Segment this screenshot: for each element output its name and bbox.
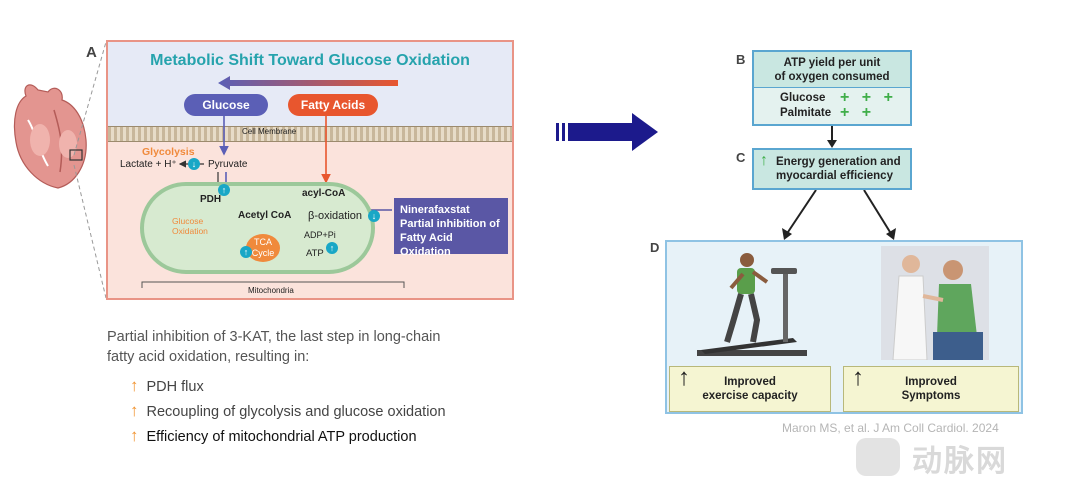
mitochondria-label: Mitochondria — [248, 286, 294, 295]
panel-a: Metabolic Shift Toward Glucose Oxidation… — [106, 40, 514, 300]
bullet-3: ↑ Efficiency of mitochondrial ATP product… — [130, 426, 417, 446]
exercise-line-1: Improved — [724, 376, 776, 388]
down-arrow-badge-beta: ↓ — [368, 210, 380, 222]
palmitate-row-label: Palmitate — [780, 107, 832, 119]
acyl-coa-label: acyl-CoA — [302, 188, 346, 199]
bullet-text: PDH flux — [146, 379, 204, 395]
panel-d-letter: D — [650, 240, 660, 255]
panel-a-letter: A — [86, 44, 97, 61]
symptoms-line-1: Improved — [905, 376, 957, 388]
panel-b-letter: B — [736, 52, 746, 67]
bullet-1: ↑ PDH flux — [130, 376, 204, 396]
description-line-1: Partial inhibition of 3-KAT, the last st… — [107, 329, 441, 345]
exercise-capacity-box: ↑ Improved exercise capacity — [669, 366, 831, 412]
watermark-text: 动脉网 — [912, 445, 1008, 478]
glucose-row-plus: + + + — [840, 89, 897, 106]
bullet-text: Efficiency of mitochondrial ATP producti… — [146, 429, 417, 445]
symptoms-box: ↑ Improved Symptoms — [843, 366, 1019, 412]
panel-a-title: Metabolic Shift Toward Glucose Oxidation — [150, 52, 470, 69]
up-arrow-icon: ↑ — [852, 364, 864, 391]
exercise-line-2: exercise capacity — [702, 390, 798, 402]
cell-membrane-band — [108, 126, 512, 142]
pyruvate-label: Pyruvate — [208, 159, 248, 170]
up-arrow-icon: ↑ — [678, 364, 690, 391]
panel-c-letter: C — [736, 150, 746, 165]
lactate-label: Lactate + H⁺ — [120, 159, 177, 170]
glucose-oxidation-label-1: Glucose — [172, 216, 204, 226]
glucose-row-label: Glucose — [780, 92, 826, 104]
symptoms-line-2: Symptoms — [901, 390, 961, 402]
panel-c-line-2: myocardial efficiency — [776, 170, 893, 182]
description-line-2: fatty acid oxidation, resulting in: — [107, 349, 310, 365]
atp-label: ATP — [306, 248, 324, 259]
tca-label-1: TCA — [254, 237, 272, 247]
acetyl-coa-label: Acetyl CoA — [238, 210, 292, 221]
panel-c: ↑ Energy generation and myocardial effic… — [752, 148, 912, 190]
bullet-2: ↑ Recoupling of glycolysis and glucose ox… — [130, 401, 446, 421]
up-arrow-icon: ↑ — [760, 152, 768, 169]
doctor-patient-illustration — [881, 246, 989, 360]
ninerafaxstat-box: Ninerafaxstat Partial inhibition of Fatt… — [394, 198, 508, 258]
up-arrow-badge-atp: ↑ — [326, 242, 338, 254]
up-arrow-icon: ↑ — [130, 376, 139, 395]
treadmill-illustration — [697, 253, 807, 356]
heart-illustration — [13, 84, 87, 189]
down-arrow-badge: ↓ — [188, 158, 200, 170]
shift-arrow — [218, 76, 398, 90]
glucose-pill: Glucose — [184, 94, 268, 116]
drug-desc-1: Partial inhibition of — [400, 218, 500, 230]
up-arrow-icon: ↑ — [130, 401, 139, 420]
glucose-oxidation-label-2: Oxidation — [172, 226, 208, 236]
panel-b: ATP yield per unit of oxygen consumed Glu… — [752, 50, 912, 126]
adp-label: ADP+Pi — [304, 230, 336, 240]
cell-membrane-label: Cell Membrane — [242, 127, 297, 136]
panel-d: ↑ Improved exercise capacity ↑ Improved … — [665, 240, 1023, 414]
glycolysis-label: Glycolysis — [142, 146, 195, 158]
panel-c-line-1: Energy generation and — [776, 156, 901, 168]
citation: Maron MS, et al. J Am Coll Cardiol. 2024 — [782, 421, 999, 435]
tca-label-2: Cycle — [251, 248, 275, 258]
drug-name: Ninerafaxstat — [400, 204, 470, 216]
bullet-text: Recoupling of glycolysis and glucose oxi… — [146, 404, 446, 420]
c-to-d-arrows — [782, 190, 896, 240]
description: Partial inhibition of 3-KAT, the last st… — [107, 327, 527, 367]
panel-b-header: ATP yield per unit of oxygen consumed — [754, 52, 910, 88]
panel-b-header-1: ATP yield per unit — [783, 57, 881, 69]
fatty-acids-pill: Fatty Acids — [288, 94, 378, 116]
up-arrow-badge-pdh: ↑ — [218, 184, 230, 196]
up-arrow-icon: ↑ — [130, 426, 139, 445]
drug-desc-2: Fatty Acid Oxidation — [400, 232, 453, 258]
palmitate-row-plus: + + — [840, 104, 876, 121]
up-arrow-badge-tca: ↑ — [240, 246, 252, 258]
zoom-lines — [73, 41, 107, 299]
pdh-label: PDH — [200, 194, 222, 205]
panel-b-header-2: of oxygen consumed — [774, 71, 890, 83]
right-arrow-icon — [556, 113, 658, 151]
beta-oxidation-label: β-oxidation — [308, 210, 363, 222]
watermark-logo-icon — [856, 438, 900, 476]
b-to-c-arrow — [827, 126, 837, 148]
